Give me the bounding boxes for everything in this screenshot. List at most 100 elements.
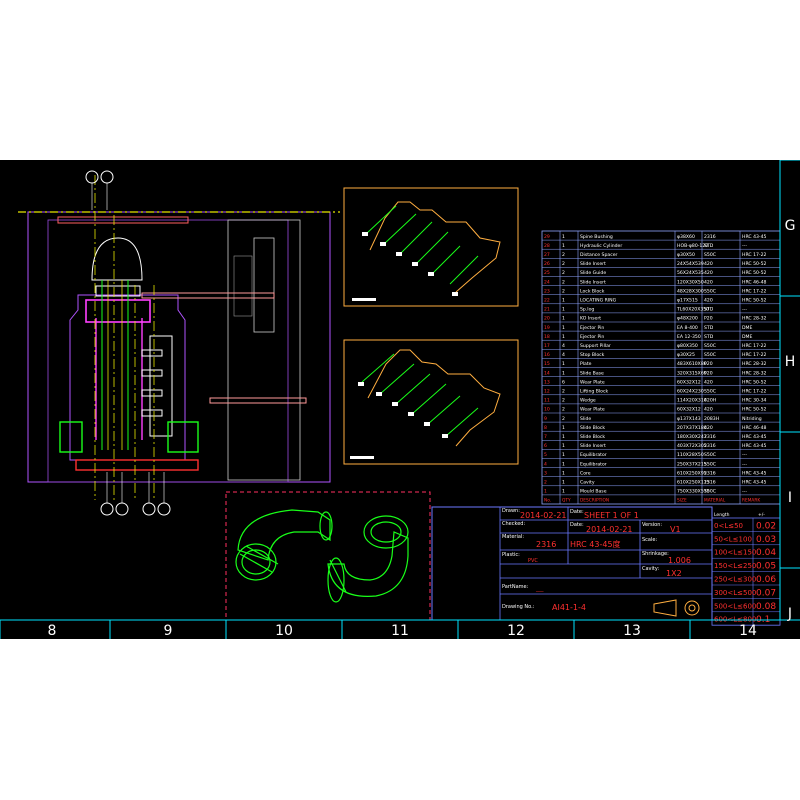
bom-header-no: No. [544, 498, 551, 504]
bom-header-size: SIZE [677, 498, 687, 504]
bom-cell-qty: 2 [562, 279, 565, 285]
tol-value: 0.03 [756, 535, 776, 545]
bom-cell-no: 19 [544, 325, 550, 331]
bom-cell-name: Equilibrator [580, 452, 607, 458]
bom-cell-name: Plate [580, 361, 592, 367]
slide-detail-view-bottom[interactable] [343, 339, 519, 465]
bom-cell-hardness: HRC 46-48 [742, 425, 767, 431]
bom-cell-material: 420 [704, 279, 713, 285]
bom-cell-hardness: HRC 50-52 [742, 407, 767, 413]
bom-cell-size: 207X37X180 [677, 425, 707, 431]
bom-cell-qty: 2 [562, 261, 565, 267]
bom-cell-hardness: HRC 28-32 [742, 361, 767, 367]
bom-cell-material: S50C [704, 389, 716, 395]
bom-header-name: DESCRIPTION [580, 498, 609, 504]
slide-detail-view-top[interactable] [343, 187, 519, 307]
bom-cell-hardness: HRC 46-48 [742, 279, 767, 285]
plastic-label: Plastic: [502, 552, 520, 558]
bom-cell-no: 4 [544, 461, 547, 467]
version-value: V1 [670, 525, 681, 534]
bom-cell-size: 250X37X215 [677, 461, 707, 467]
bom-cell-qty: 1 [562, 361, 565, 367]
tol-value: 0.05 [756, 562, 776, 572]
bom-cell-qty: 1 [562, 489, 565, 495]
bom-cell-name: Core [580, 470, 591, 476]
bom-cell-no: 17 [544, 343, 550, 349]
tol-value: 0.02 [756, 521, 776, 531]
bom-cell-qty: 4 [562, 343, 565, 349]
canvas-background [0, 160, 800, 639]
drawn-date: 2014-02-21 [520, 511, 567, 520]
bom-cell-size: 320X315X69 [677, 370, 707, 376]
bom-cell-name: Mould Base [580, 489, 607, 495]
ruler-column-label: 10 [275, 623, 293, 639]
spine-bushing [85, 299, 151, 323]
bom-cell-material: STD [704, 307, 714, 313]
shrinkage-label: Shrinkage: [642, 551, 669, 557]
mold-section-view[interactable] [18, 170, 340, 516]
slide-guides-top [365, 205, 479, 285]
bom-cell-no: 8 [544, 425, 547, 431]
bom-cell-qty: 1 [562, 334, 565, 340]
bom-cell-hardness: HRC 43-45 [742, 470, 767, 476]
partname-value: ___ [535, 586, 544, 592]
bom-cell-no: 10 [544, 407, 550, 413]
shrinkage-value: 1.006 [668, 556, 691, 565]
bom-cell-size: φ30X50 [677, 252, 695, 258]
bom-cell-size: 48X28X300 [677, 288, 704, 294]
bom-cell-qty: 1 [562, 316, 565, 322]
bom-cell-no: 5 [544, 452, 547, 458]
bom-cell-material: 420H [704, 398, 716, 404]
bom-cell-hardness: --- [742, 308, 747, 313]
bom-cell-size: 60X32X12 [677, 407, 701, 413]
bom-cell-material: S50C [704, 252, 716, 258]
bom-cell-hardness: HRC 50-52 [742, 270, 767, 276]
bom-cell-size: 114X20X310 [677, 398, 707, 404]
detail-frame-top [343, 187, 519, 307]
scale-label: Scale: [642, 537, 657, 543]
drawing-number-label: Drawing No.: [502, 604, 535, 610]
bom-cell-qty: 1 [562, 370, 565, 376]
checked-date: 2014-02-21 [586, 525, 633, 534]
part-3d-preview[interactable] [225, 491, 431, 621]
bom-cell-hardness: HRC 50-52 [742, 379, 767, 385]
bom-cell-material: S50C [704, 489, 716, 495]
bom-cell-hardness: HRC 28-32 [742, 370, 767, 376]
bom-cell-no: 18 [544, 334, 550, 340]
tol-range: 150<L≤250 [714, 562, 756, 570]
bom-cell-material: S50C [704, 352, 716, 358]
title-block[interactable]: Drawn: 2014-02-21 Date: SHEET 1 OF 1 Che… [431, 506, 713, 621]
